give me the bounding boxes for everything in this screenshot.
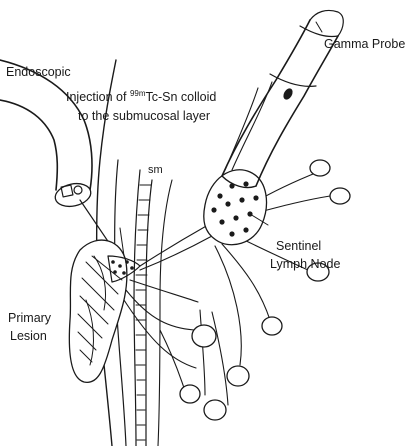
primary-label-line2: Lesion [10, 329, 47, 343]
sm-label: sm [148, 164, 163, 176]
lymph-node-8 [204, 400, 226, 420]
lymph-node-7 [180, 385, 200, 403]
sentinel-lymph-node [204, 170, 267, 245]
sentinel-label-line2: Lymph Node [270, 257, 340, 271]
lymph-node-4 [262, 317, 282, 335]
injection-label: Injection of 99mTc-Sn colloid [66, 89, 216, 104]
lymph-node-1 [310, 160, 330, 176]
lymph-node-6 [227, 366, 249, 386]
probe-sensor [282, 87, 295, 101]
sentinel-label-line1: Sentinel [276, 239, 321, 253]
lymph-node-5 [192, 325, 216, 347]
lymph-node-2 [330, 188, 350, 204]
submucosal-label: to the submucosal layer [78, 109, 210, 123]
gamma-probe-label: Gamma Probe [324, 37, 405, 51]
endoscopic-label: Endoscopic [6, 65, 71, 79]
primary-lesion [69, 240, 127, 382]
primary-label-line1: Primary [8, 311, 52, 325]
